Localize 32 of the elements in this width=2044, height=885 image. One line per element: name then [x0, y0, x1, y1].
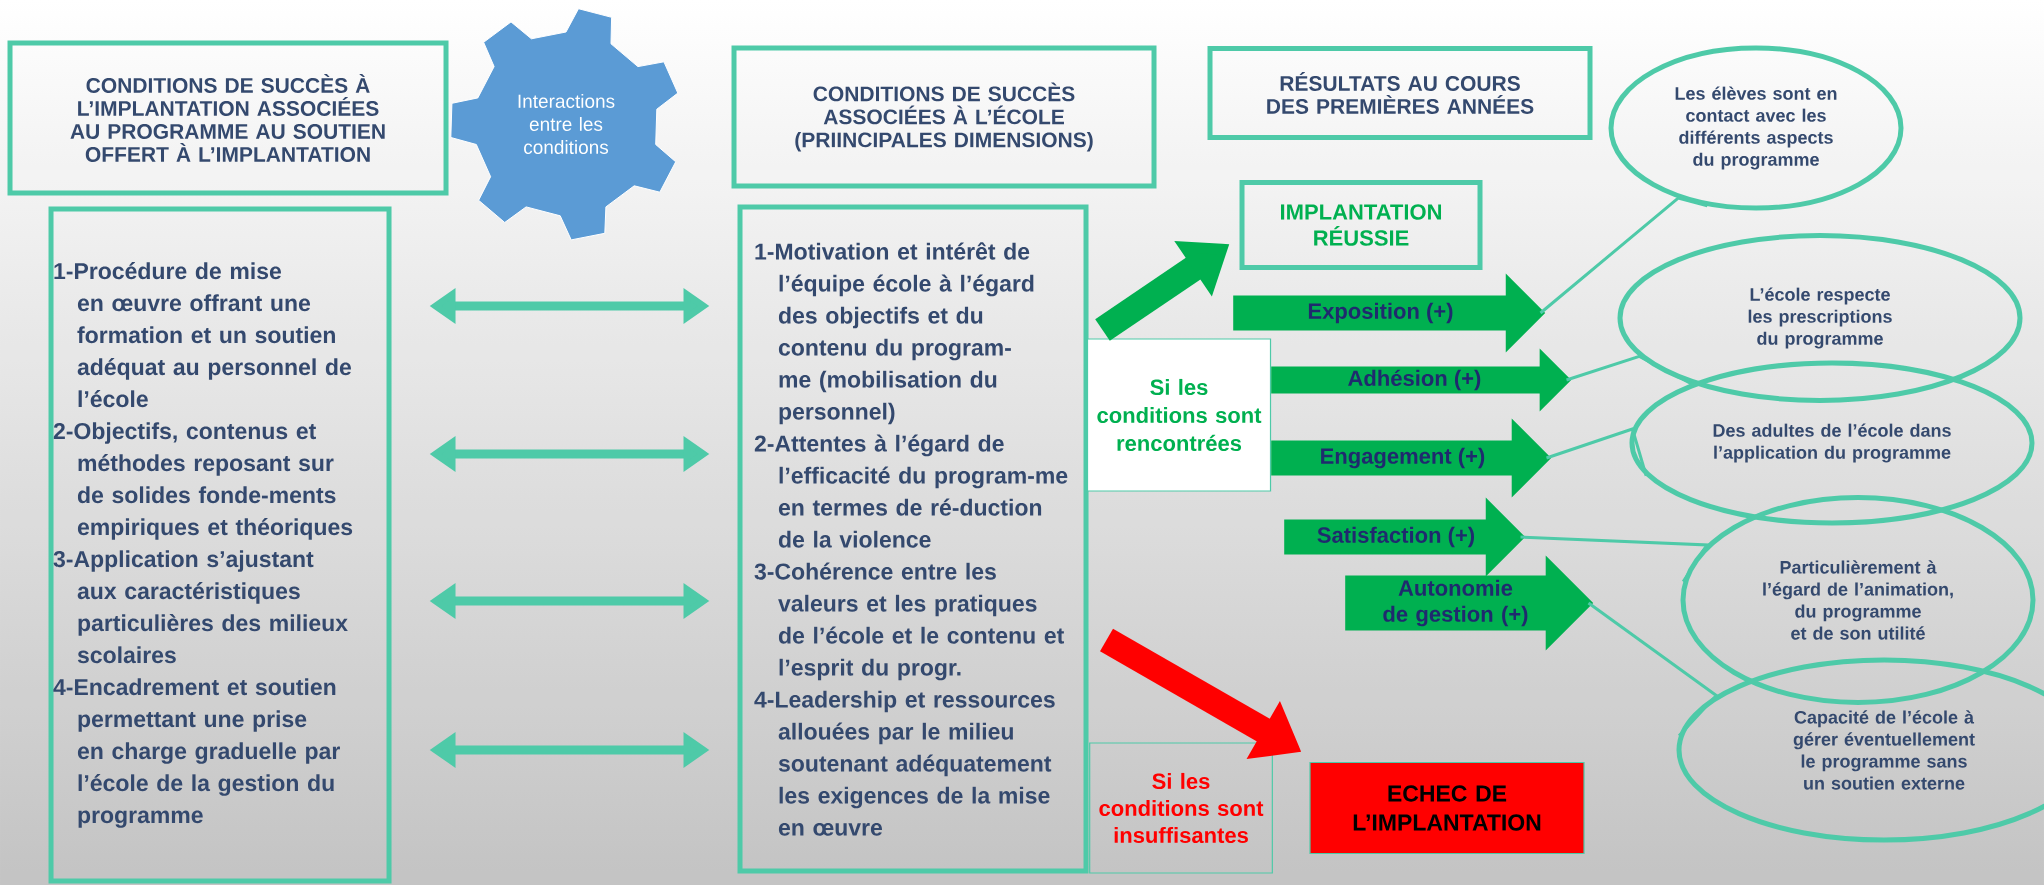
- list-item: 3-Cohérence entre les valeurs et les pratiques de l’école et le contenu et l’esprit du progr.: [754, 562, 1064, 681]
- list-item: 1-Procédure de mise en œuvre offrant une formation et un soutien adéquat au personnel de l’école: [54, 262, 351, 408]
- arrow-banner: Satisfaction (+): [1284, 497, 1526, 577]
- header-box: RÉSULTATS AU COURS DES PREMIÈRES ANNÉES: [1207, 46, 1593, 140]
- list-item: 2-Attentes à l’égard de l’efficacité du program-me en termes de ré-duction de la violence: [754, 434, 1068, 548]
- callout-bubble: L’école respecte les prescriptions du programme: [1617, 233, 2023, 403]
- list-item: 4-Leadership et ressources allouées par le milieu soutenant adéquatement les exigences de la mise en œuvre: [754, 690, 1055, 836]
- callout-bubble: Particulièrement à l’égard de l’animation, du programme et de son utilité: [1680, 495, 2036, 705]
- arrow-banner: Exposition (+): [1233, 273, 1546, 353]
- arrow-banner: Adhésion (+): [1271, 348, 1572, 412]
- condition-box: Si les conditions sont insuffisantes: [1089, 742, 1273, 874]
- list-item: 4-Encadrement et soutien permettant une prise en charge graduelle par l’école de la gestion du programme: [53, 678, 340, 828]
- result-box: ECHEC DE L’IMPLANTATION: [1309, 761, 1585, 855]
- callout-bubble: Les élèves sont en contact avec les différents aspects du programme: [1608, 45, 1904, 211]
- callout-bubble: Des adultes de l’école dans l’application du programme: [1629, 360, 2035, 526]
- header-box: CONDITIONS DE SUCCÈS À L’IMPLANTATION ASSOCIÉES AU PROGRAMME AU SOUTIEN OFFERT À L’IMPLANTATION: [7, 40, 449, 196]
- list-box: [737, 204, 1089, 874]
- condition-box: Si les conditions sont rencontrées: [1086, 338, 1272, 492]
- list-box: [48, 206, 392, 884]
- callout-tail: [1587, 601, 1719, 737]
- arrow-banner: Autonomie de gestion (+): [1345, 555, 1594, 651]
- arrow-banner: Engagement (+): [1271, 418, 1552, 498]
- callout-bubble: Capacité de l’école à gérer éventuellement le programme sans un soutien externe: [1676, 657, 2044, 843]
- header-box: CONDITIONS DE SUCCÈS ASSOCIÉES À L’ÉCOLE (PRIINCIPALES DIMENSIONS): [731, 45, 1157, 189]
- callout-tail: [1566, 354, 1692, 385]
- callout-tail: [1520, 535, 1710, 583]
- list-item: 2-Objectifs, contenus et méthodes reposant sur de solides fonde-ments empiriques et théoriques: [53, 422, 353, 540]
- list-item: 1-Motivation et intérêt de l’équipe école à l’égard des objectifs et du contenu du program-me (mobilisation du personnel): [755, 242, 1034, 425]
- result-box: IMPLANTATION RÉUSSIE: [1239, 180, 1483, 270]
- callout-tail: [1546, 427, 1648, 477]
- list-item: 3-Application s’ajustant aux caractéristiques particulières des milieux scolaires: [53, 550, 348, 664]
- callout-tail: [1539, 196, 1708, 315]
